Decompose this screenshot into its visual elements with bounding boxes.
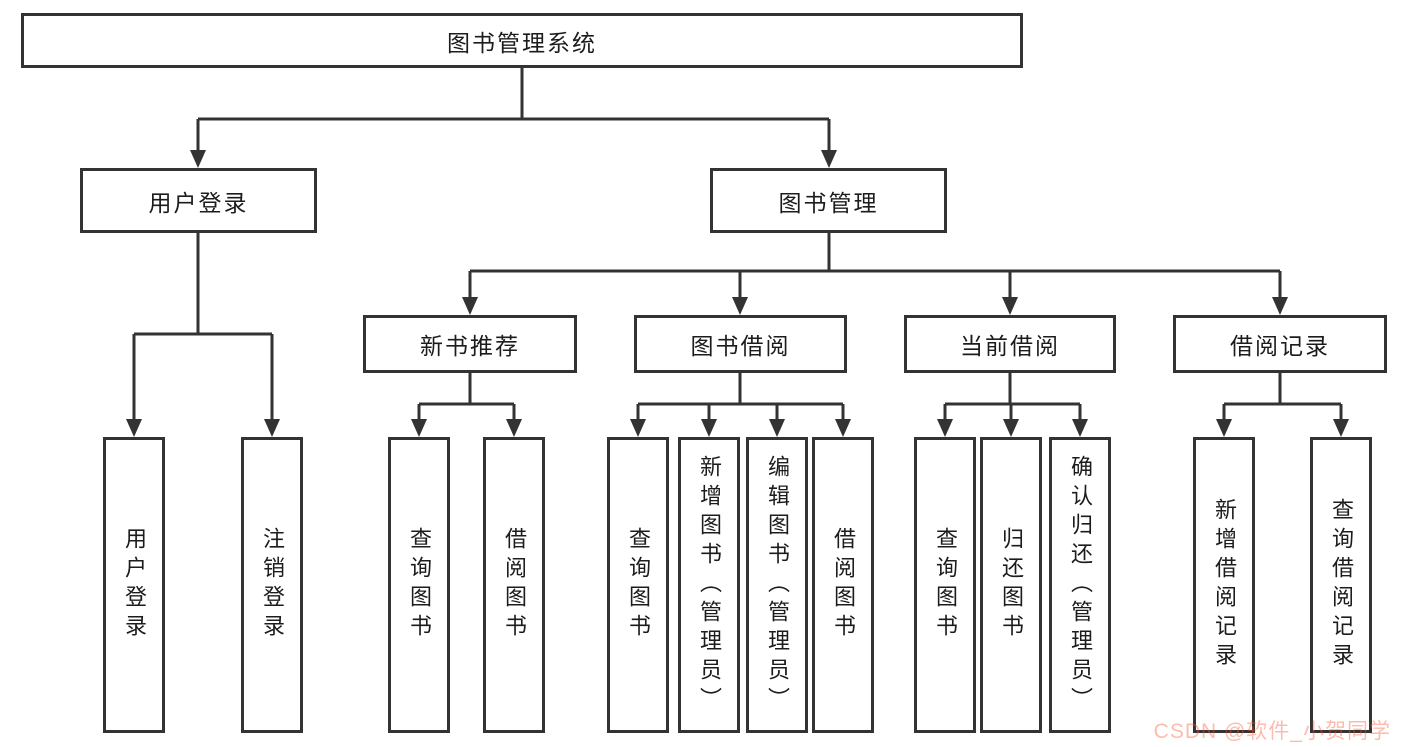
node-borrowing-records: 借阅记录	[1173, 315, 1387, 373]
leaf-br-query-record-label: 查询借阅记录	[1329, 498, 1354, 672]
leaf-nbr-query-books: 查询图书	[388, 437, 450, 733]
leaf-br-query-record: 查询借阅记录	[1310, 437, 1372, 733]
leaf-cb-query-books-label: 查询图书	[933, 527, 958, 643]
node-user-login-branch: 用户登录	[80, 168, 317, 233]
leaf-user-login: 用户登录	[103, 437, 165, 733]
node-book-borrowing: 图书借阅	[634, 315, 847, 373]
node-current-borrowing-label: 当前借阅	[960, 333, 1060, 359]
node-root-label: 图书管理系统	[447, 29, 597, 56]
leaf-logout-label: 注销登录	[260, 527, 285, 643]
node-root: 图书管理系统	[21, 13, 1023, 68]
leaf-cb-confirm-return-admin-label: 确认归还（管理员）	[1068, 454, 1093, 716]
leaf-bb-borrow-books: 借阅图书	[812, 437, 874, 733]
leaf-cb-return-books-label: 归还图书	[999, 527, 1024, 643]
leaf-bb-borrow-books-label: 借阅图书	[831, 527, 856, 643]
node-borrowing-records-label: 借阅记录	[1230, 333, 1330, 359]
leaf-bb-add-books-admin: 新增图书（管理员）	[678, 437, 740, 733]
leaf-nbr-borrow-books: 借阅图书	[483, 437, 545, 733]
leaf-bb-query-books-label: 查询图书	[626, 527, 651, 643]
leaf-bb-query-books: 查询图书	[607, 437, 669, 733]
leaf-cb-confirm-return-admin: 确认归还（管理员）	[1049, 437, 1111, 733]
node-book-management-label: 图书管理	[778, 189, 879, 216]
leaf-cb-query-books: 查询图书	[914, 437, 976, 733]
leaf-nbr-borrow-books-label: 借阅图书	[502, 527, 527, 643]
node-new-book-recommendation: 新书推荐	[363, 315, 577, 373]
node-current-borrowing: 当前借阅	[904, 315, 1116, 373]
leaf-cb-return-books: 归还图书	[980, 437, 1042, 733]
csdn-watermark: CSDN @软件_小贺同学	[1153, 720, 1391, 743]
leaf-bb-edit-books-admin: 编辑图书（管理员）	[746, 437, 808, 733]
node-book-management: 图书管理	[710, 168, 947, 233]
node-new-book-recommendation-label: 新书推荐	[420, 333, 520, 359]
node-user-login-branch-label: 用户登录	[148, 189, 249, 216]
leaf-bb-edit-books-admin-label: 编辑图书（管理员）	[765, 454, 790, 716]
leaf-logout: 注销登录	[241, 437, 303, 733]
arrowheads	[126, 150, 1349, 437]
leaf-user-login-label: 用户登录	[122, 527, 147, 643]
leaf-br-add-record: 新增借阅记录	[1193, 437, 1255, 733]
leaf-nbr-query-books-label: 查询图书	[407, 527, 432, 643]
leaf-bb-add-books-admin-label: 新增图书（管理员）	[697, 454, 722, 716]
node-book-borrowing-label: 图书借阅	[690, 333, 791, 359]
leaf-br-add-record-label: 新增借阅记录	[1212, 498, 1237, 672]
